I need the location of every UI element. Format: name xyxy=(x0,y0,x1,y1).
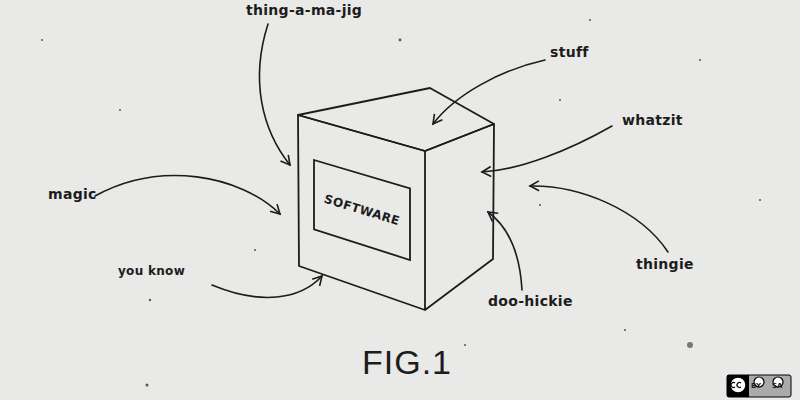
leader-arrows xyxy=(95,24,668,297)
paper-speckles xyxy=(41,19,761,387)
license-text: SA xyxy=(772,383,782,390)
callout-word: whatzit xyxy=(622,112,683,128)
callout-word: thing-a-ma-jig xyxy=(246,2,362,18)
callout-word: thingie xyxy=(636,256,694,272)
software-label-box: SOFTWARE xyxy=(310,156,414,264)
license-text: BY xyxy=(751,383,761,390)
callout-word: stuff xyxy=(550,44,589,60)
node-label: SOFTWARE xyxy=(322,192,401,228)
cube xyxy=(298,88,494,310)
callout-word: doo-hickie xyxy=(488,293,573,309)
callout-word: you know xyxy=(118,264,185,278)
callout-word: magic xyxy=(48,186,97,202)
license-badge xyxy=(727,375,791,397)
figure-caption: FIG.1 xyxy=(362,343,452,382)
